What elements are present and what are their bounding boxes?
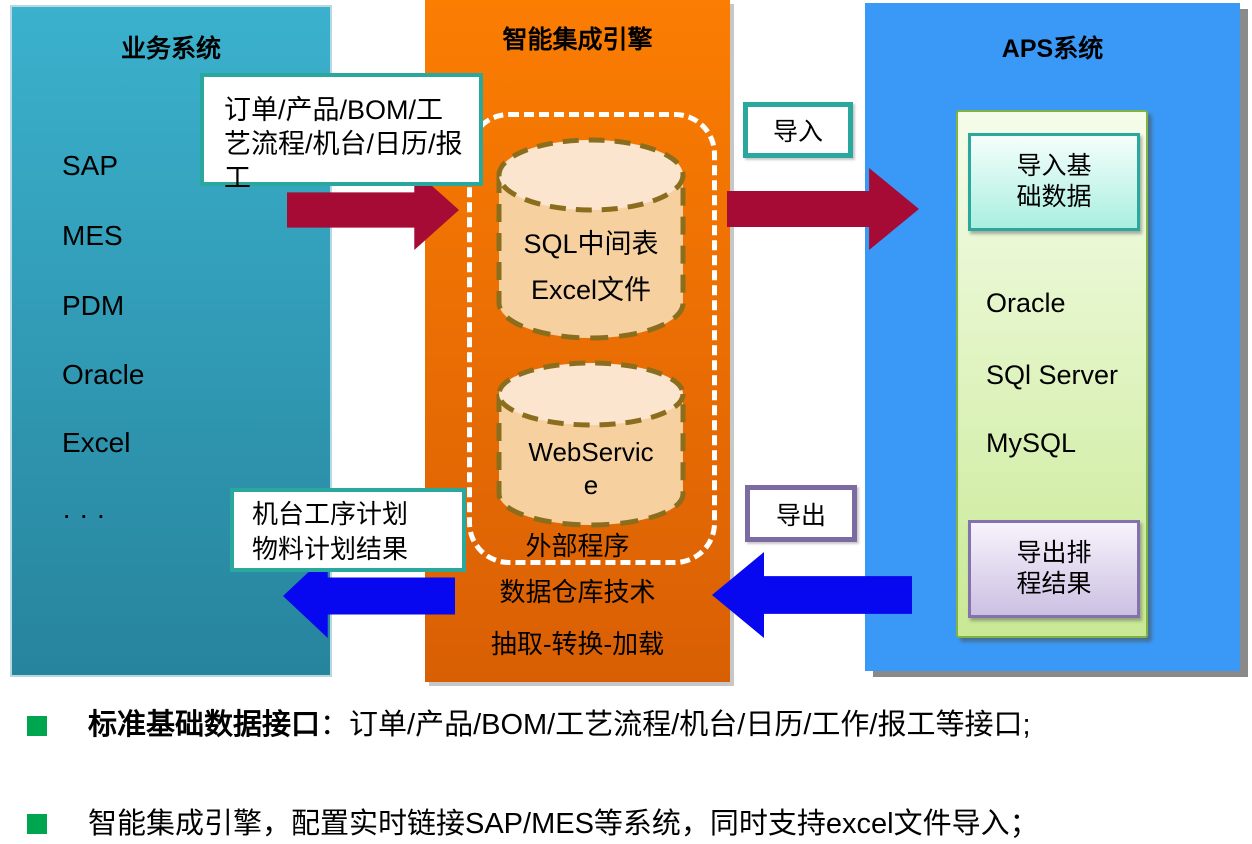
engine-dashed-container xyxy=(467,112,717,565)
outbound-data-label-box: 订单/产品/BOM/工 艺流程/机台/日历/报 工 xyxy=(200,73,483,193)
outbound-label-line2: 艺流程/机台/日历/报 xyxy=(224,129,463,159)
engine-note-etl: 抽取-转换-加载 xyxy=(490,629,665,659)
import-base-data-label: 导入基础数据 xyxy=(1016,152,1092,211)
bullet2-text: 智能集成引擎，配置实时链接SAP/MES等系统，同时支持excel文件导入； xyxy=(88,808,1039,840)
engine-note-external-program: 外部程序 xyxy=(525,531,630,561)
business-system-title: 业务系统 xyxy=(120,35,221,63)
cylinder-label-excel: Excel文件 xyxy=(530,275,652,305)
business-item-oracle: Oracle xyxy=(62,359,145,390)
sql-staging-cylinder: SQL中间表 Excel文件 xyxy=(493,135,689,345)
cylinder-label-webservice: WebService xyxy=(528,437,654,500)
inbound-label-line2: 物料计划结果 xyxy=(252,534,409,564)
database-cylinder-icon xyxy=(496,360,686,528)
inbound-label-line1: 机台工序计划 xyxy=(252,499,409,529)
business-item-pdm: PDM xyxy=(62,290,125,321)
import-label-box: 导入 xyxy=(743,102,853,158)
integration-engine-title: 智能集成引擎 xyxy=(502,26,653,54)
aps-database-panel: 导入基础数据 Oracle SQl Server MySQL 导出排程结果 xyxy=(956,110,1148,638)
bullet-square-icon xyxy=(27,716,47,736)
import-label: 导入 xyxy=(772,118,823,146)
export-schedule-result-label: 导出排程结果 xyxy=(1016,539,1092,598)
export-label: 导出 xyxy=(775,501,826,530)
export-label-box: 导出 xyxy=(745,485,857,542)
cylinder-label-sql: SQL中间表 xyxy=(523,229,659,259)
bullet1-bold: 标准基础数据接口 xyxy=(88,709,321,741)
bullet-square-icon xyxy=(27,814,47,834)
business-item-mes: MES xyxy=(62,220,123,251)
database-cylinder-icon xyxy=(496,137,686,341)
import-base-data-box: 导入基础数据 xyxy=(968,133,1140,231)
webservice-cylinder: WebService xyxy=(493,358,689,532)
aps-item-oracle: Oracle xyxy=(986,288,1066,318)
aps-system-title: APS系统 xyxy=(1001,35,1104,63)
sql-cylinder-labels: SQL中间表 Excel文件 xyxy=(493,221,689,313)
aps-item-sqlserver: SQl Server xyxy=(986,360,1119,390)
outbound-label-line1: 订单/产品/BOM/工 xyxy=(224,95,444,125)
aps-item-mysql: MySQL xyxy=(986,428,1077,458)
business-item-sap: SAP xyxy=(62,150,119,181)
business-item-excel: Excel xyxy=(62,427,131,458)
bullet-standard-interface: 标准基础数据接口：订单/产品/BOM/工艺流程/机台/日历/工作/报工等接口; xyxy=(88,701,1031,743)
export-schedule-result-box: 导出排程结果 xyxy=(968,520,1140,618)
outbound-label-line3: 工 xyxy=(224,163,251,193)
business-item-ellipsis: · · · xyxy=(62,499,106,530)
bullet1-text: ：订单/产品/BOM/工艺流程/机台/日历/工作/报工等接口; xyxy=(320,709,1031,741)
engine-note-data-warehouse: 数据仓库技术 xyxy=(499,577,656,607)
inbound-result-label-box: 机台工序计划 物料计划结果 xyxy=(230,488,466,572)
bullet-engine-description: 智能集成引擎，配置实时链接SAP/MES等系统，同时支持excel文件导入； xyxy=(88,800,1039,842)
